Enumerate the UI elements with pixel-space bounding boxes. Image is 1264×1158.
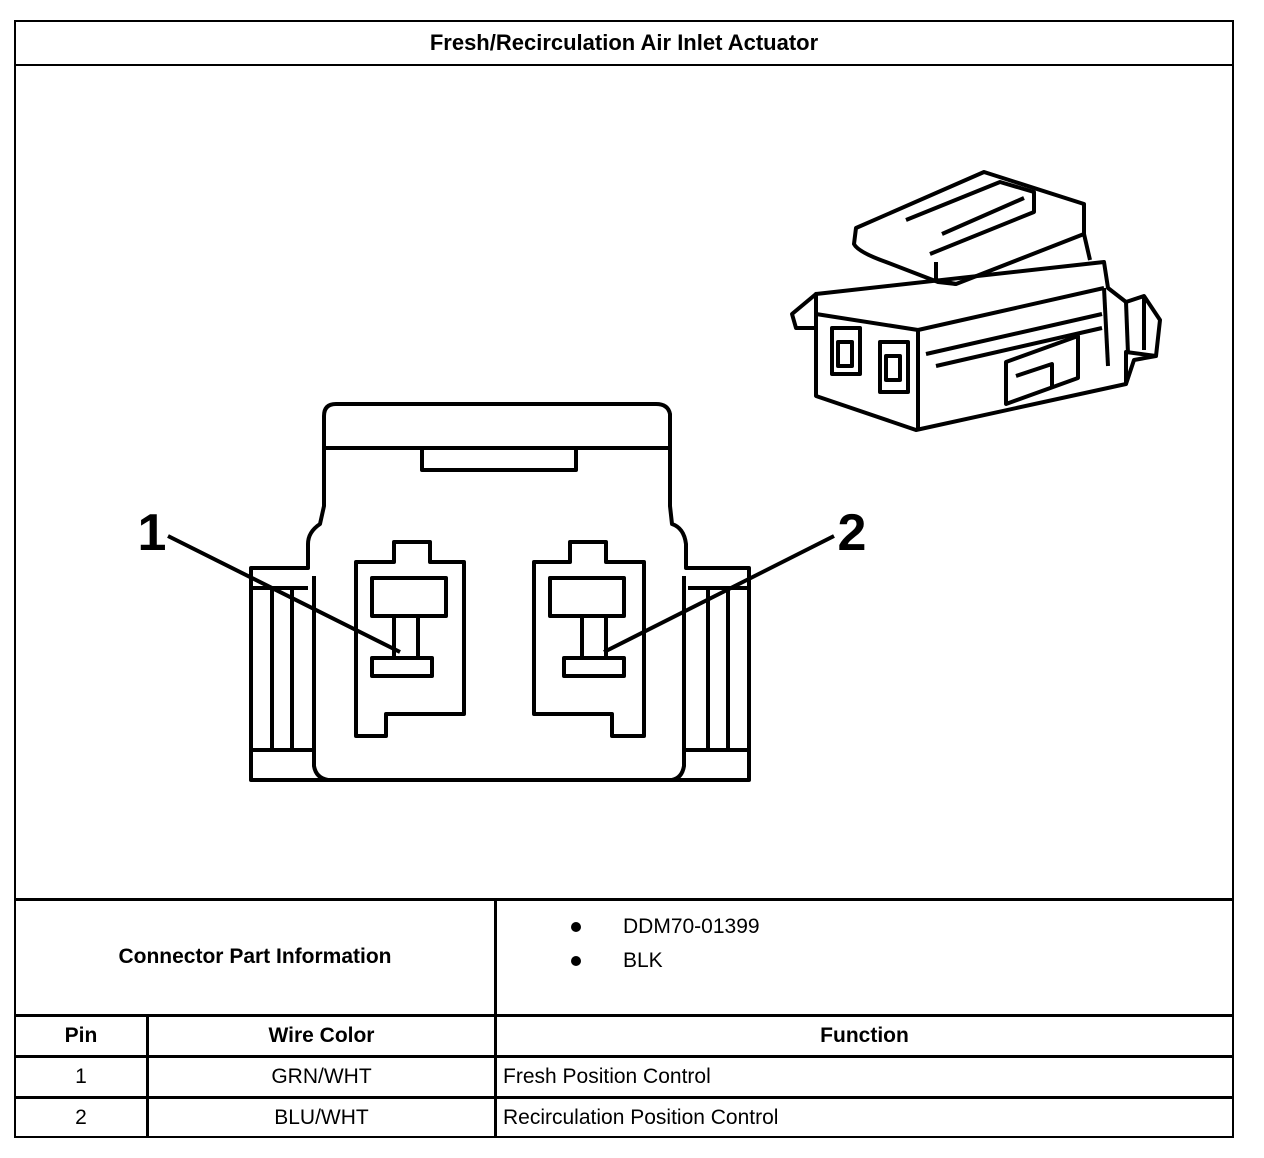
pin-2-label: 2 — [838, 504, 867, 562]
connector-3d-view — [790, 170, 1162, 432]
header-wire-color: Wire Color — [268, 1024, 375, 1047]
table-row-2-pin: 2 — [75, 1105, 87, 1129]
connector-sheet: Fresh/Recirculation Air Inlet Actuator — [14, 20, 1234, 1138]
table-row-1-wire-color: GRN/WHT — [271, 1065, 372, 1088]
header-pin: Pin — [64, 1024, 98, 1047]
table-row-2-wire-color: BLU/WHT — [274, 1105, 369, 1129]
connector-parts-list: DDM70-01399 BLK — [531, 910, 760, 978]
pin-2-cavity — [532, 540, 646, 738]
list-item: BLK — [531, 944, 760, 978]
list-item: DDM70-01399 — [531, 910, 760, 944]
pin-2-leader-line — [603, 534, 835, 654]
connector-face-outline — [249, 402, 751, 782]
connector-color: BLK — [623, 949, 663, 972]
table-row-1-function: Fresh Position Control — [503, 1065, 711, 1088]
header-function: Function — [820, 1024, 909, 1047]
pin-1-cavity — [354, 540, 466, 738]
connector-figure: 1 2 — [16, 66, 1232, 898]
table-row-1-pin: 1 — [75, 1065, 87, 1088]
connector-drawing: 1 2 — [138, 170, 1162, 782]
connector-table: Connector Part Information DDM70-01399 B… — [16, 898, 1232, 1138]
connector-info-label: Connector Part Information — [118, 945, 392, 968]
part-number: DDM70-01399 — [623, 915, 760, 938]
pin-1-leader-line — [167, 534, 401, 654]
bullet-icon — [571, 922, 581, 932]
pin-1-label: 1 — [138, 504, 167, 562]
table-row-2-function: Recirculation Position Control — [503, 1105, 779, 1129]
page-title: Fresh/Recirculation Air Inlet Actuator — [16, 22, 1232, 66]
bullet-icon — [571, 956, 581, 966]
